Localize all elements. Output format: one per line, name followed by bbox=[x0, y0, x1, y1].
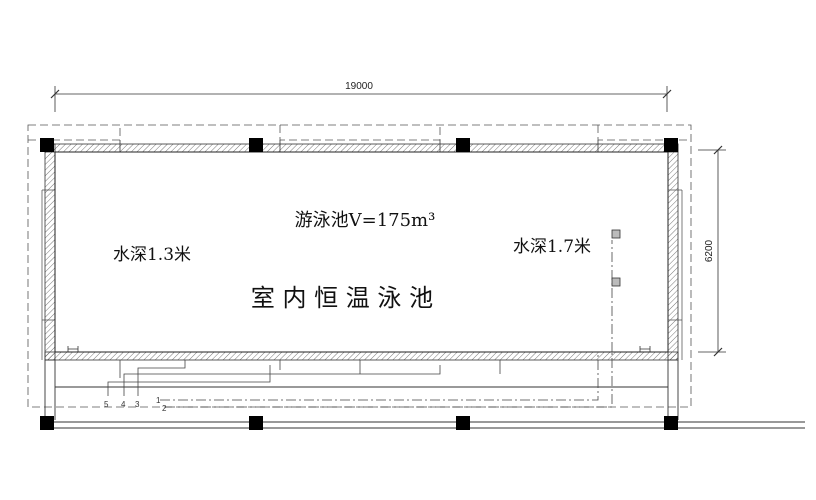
pool-name-label: 室 内 恒 温 泳 池 bbox=[251, 284, 433, 312]
height-dimension bbox=[698, 145, 726, 357]
marker-box bbox=[611, 229, 621, 239]
inlet-markers-top bbox=[119, 140, 599, 152]
columns bbox=[40, 138, 678, 430]
base-structure bbox=[44, 360, 805, 429]
column bbox=[40, 138, 54, 152]
drain-pipes bbox=[107, 360, 501, 396]
height-dimension-label: 6200 bbox=[704, 239, 715, 262]
column bbox=[249, 138, 263, 152]
column bbox=[664, 138, 678, 152]
column bbox=[456, 138, 470, 152]
pipe-number-1: 1 bbox=[156, 396, 161, 405]
column bbox=[40, 416, 54, 430]
column bbox=[664, 416, 678, 430]
equipment-markers bbox=[611, 229, 621, 287]
depth-left-label: 水深1.3米 bbox=[113, 245, 191, 265]
pipe-number-2: 2 bbox=[162, 404, 167, 413]
ladder-icons bbox=[67, 346, 651, 352]
width-dimension bbox=[50, 86, 672, 112]
side-guides bbox=[41, 189, 683, 360]
depth-right-label: 水深1.7米 bbox=[513, 237, 591, 257]
pipe-number-3: 3 bbox=[135, 400, 140, 409]
pipe-number-4: 4 bbox=[121, 400, 126, 409]
column bbox=[456, 416, 470, 430]
pipe-number-5: 5 bbox=[104, 400, 109, 409]
marker-box bbox=[611, 277, 621, 287]
column bbox=[249, 416, 263, 430]
return-pipes bbox=[160, 240, 613, 408]
pool-wall bbox=[44, 143, 679, 361]
width-dimension-label: 19000 bbox=[345, 81, 373, 92]
pool-volume-label: 游泳池V=175m³ bbox=[295, 210, 436, 231]
